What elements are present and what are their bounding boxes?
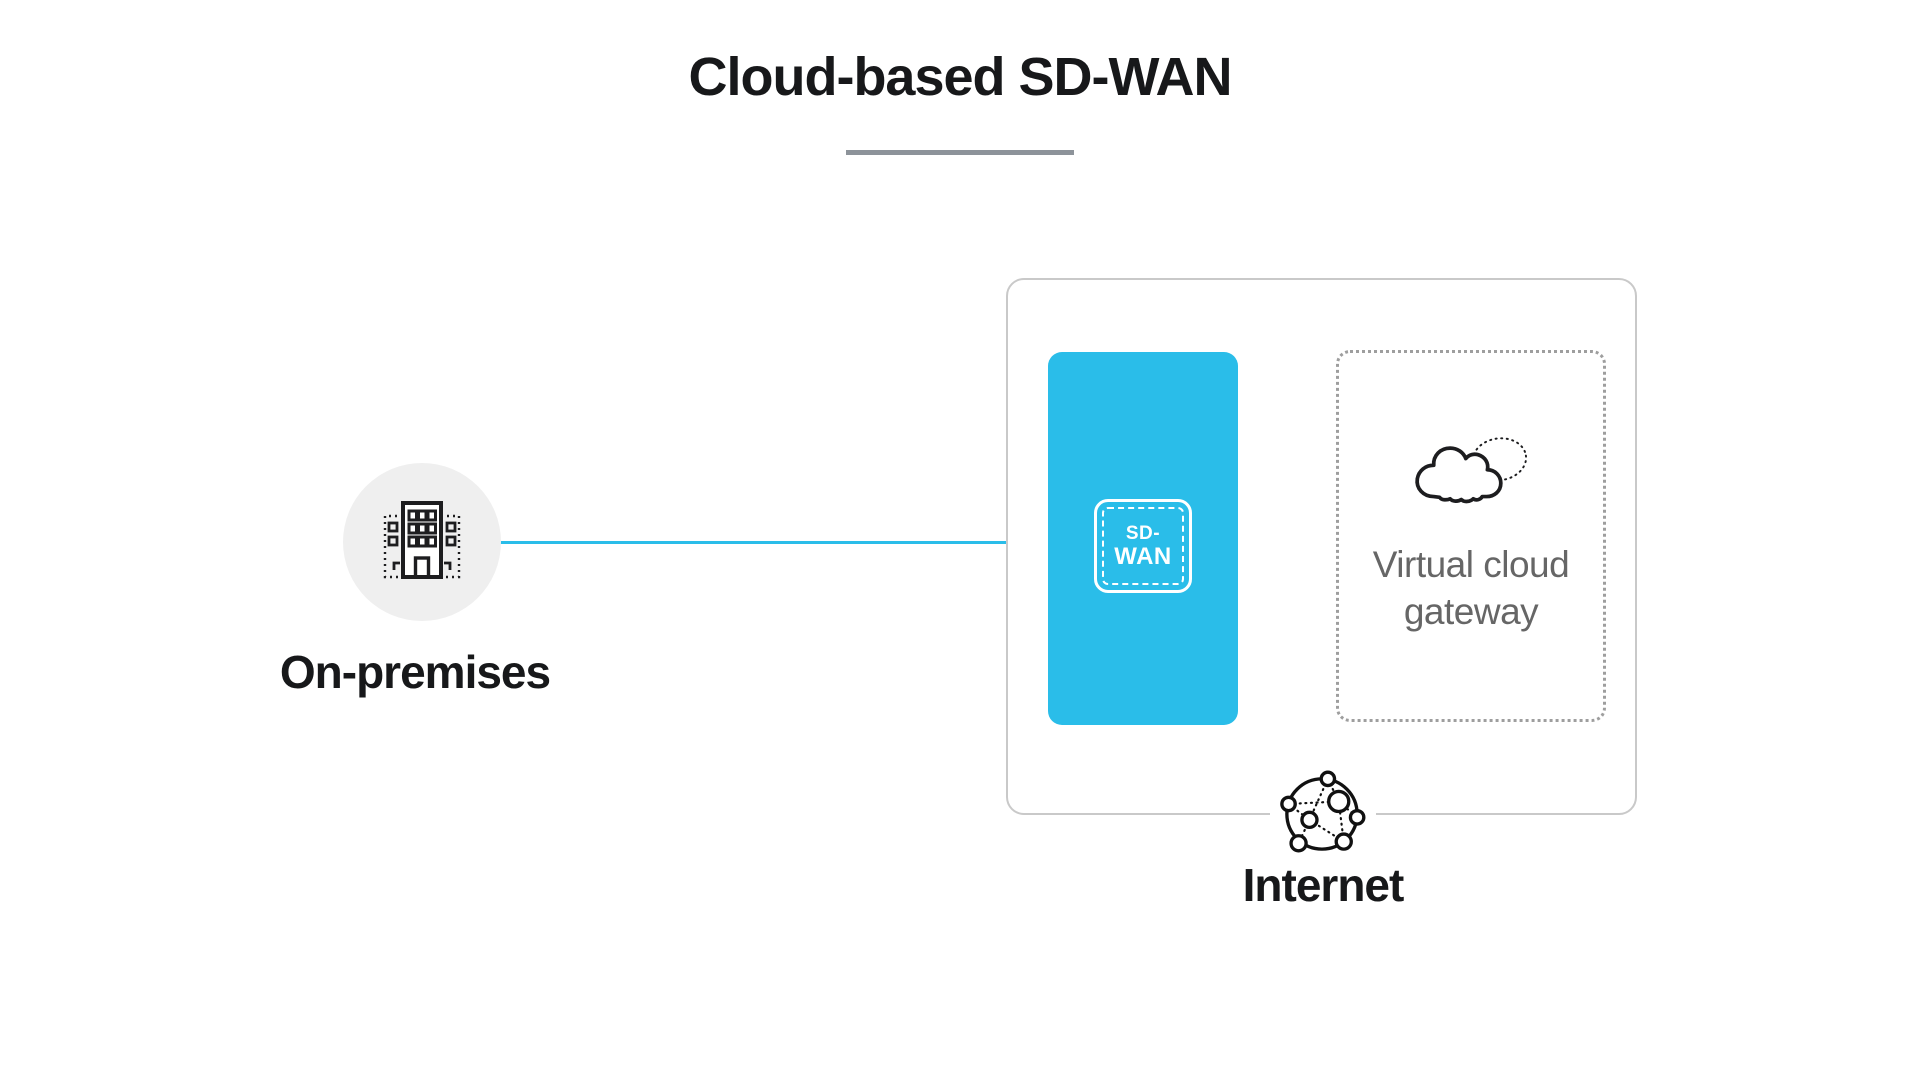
on-premises-label: On-premises <box>279 646 551 698</box>
cloud-icon <box>1396 425 1546 507</box>
sdwan-badge-inner: SD- WAN <box>1102 507 1184 585</box>
virtual-cloud-gateway-label: Virtual cloud gateway <box>1372 544 1570 632</box>
sdwan-node <box>1048 352 1238 725</box>
building-icon <box>372 490 472 595</box>
internet-label: Internet <box>1242 859 1405 911</box>
sdwan-badge-text-line2: WAN <box>1114 542 1172 570</box>
diagram-title: Cloud-based SD-WAN <box>688 47 1233 107</box>
connection-onprem-to-sdwan <box>498 541 1050 544</box>
on-premises-node <box>343 463 501 621</box>
internet-globe-icon <box>1276 768 1368 860</box>
title-underline <box>846 150 1074 155</box>
sdwan-badge-icon: SD- WAN <box>1094 499 1192 593</box>
virtual-cloud-gateway-node: Virtual cloud gateway <box>1336 350 1606 722</box>
sdwan-badge-text-line1: SD- <box>1125 522 1161 544</box>
